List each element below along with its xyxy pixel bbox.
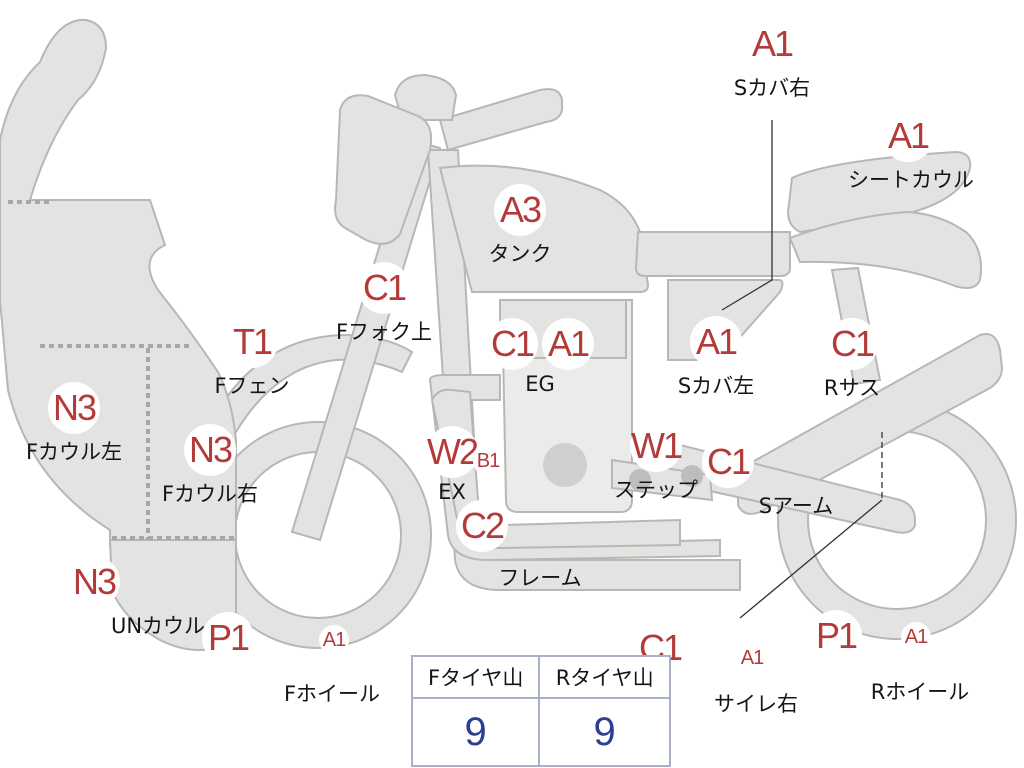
part-label: EG xyxy=(525,372,555,396)
f-wheel-extra-badge: A1 xyxy=(319,625,349,655)
part-label: Fカウル左 xyxy=(25,440,123,464)
part-exhaust: W2 EX xyxy=(392,426,512,504)
s-cover-right-leader xyxy=(721,120,773,311)
tread-value-row: 9 9 xyxy=(410,697,671,767)
rear-tire-tread-header: Rタイヤ山 xyxy=(538,655,671,699)
part-label: Sアーム xyxy=(758,494,834,518)
part-f-cowl-left: N3 Fカウル左 xyxy=(14,382,134,466)
part-label: Fカウル右 xyxy=(161,482,259,506)
part-label: Fホイール xyxy=(283,682,381,706)
mirror-shape xyxy=(393,73,458,121)
grade-badge: A3 xyxy=(494,184,546,236)
part-label: Sカバ左 xyxy=(677,374,755,398)
grade-badge: A1 xyxy=(882,110,934,162)
part-label: Fフォク上 xyxy=(335,320,433,344)
seat-cowl-shape xyxy=(786,150,972,234)
grade-badge: N3 xyxy=(184,424,236,476)
part-seat-cowl: A1 シートカウル xyxy=(848,110,974,194)
part-frame: C2 フレーム xyxy=(456,500,600,592)
grade-badge: P1 xyxy=(202,612,254,664)
swing-arm-shape xyxy=(737,333,1004,515)
part-step: W1 ステップ xyxy=(596,420,716,504)
step-peg-left xyxy=(629,469,651,491)
part-s-cover-left: A1 Sカバ左 xyxy=(656,316,776,400)
part-label: EX xyxy=(438,480,466,504)
grade-badge: C1 xyxy=(358,262,410,314)
part-label: フレーム xyxy=(498,566,582,590)
silencer-extra-badge: A1 xyxy=(737,643,767,673)
silencer-leader xyxy=(739,499,883,619)
part-s-cover-right: A1 Sカバ右 xyxy=(712,18,832,102)
part-label: Rサス xyxy=(823,376,881,400)
part-label: タンク xyxy=(488,242,552,266)
part-tank: A3 タンク xyxy=(460,184,580,268)
part-f-cowl-right: N3 Fカウル右 xyxy=(150,424,270,508)
r-wheel-extra-badge: A1 xyxy=(901,622,931,652)
exhaust-extra-badge: B1 xyxy=(473,446,503,476)
part-under-cowl: N3 UNカウル xyxy=(68,556,218,640)
tread-header-row: Fタイヤ山 Rタイヤ山 xyxy=(410,655,671,699)
grade-badge: P1 xyxy=(810,610,862,662)
part-label: Sカバ右 xyxy=(733,76,811,100)
grade-badge: A1 xyxy=(746,18,798,70)
part-label: Fフェン xyxy=(214,374,290,398)
grade-badge: C1 xyxy=(702,436,754,488)
part-swing-arm: C1 Sアーム xyxy=(702,436,856,520)
grade-badge-extra: A1 xyxy=(542,318,594,370)
part-label: シートカウル xyxy=(848,168,974,192)
seat-shape xyxy=(634,231,791,277)
part-label: ステップ xyxy=(614,478,698,502)
grade-badge: C2 xyxy=(456,500,508,552)
tank-shape xyxy=(438,164,650,293)
step-peg-right xyxy=(681,465,703,487)
front-tire-tread-value: 9 xyxy=(410,697,541,767)
part-r-suspension: C1 Rサス xyxy=(792,318,912,402)
grade-badge: N3 xyxy=(68,556,120,608)
grade-badge: N3 xyxy=(48,382,100,434)
grade-badge: T1 xyxy=(226,316,278,368)
part-label: サイレ右 xyxy=(714,692,798,716)
part-label: Rホイール xyxy=(870,680,970,704)
handlebar-shape xyxy=(438,88,563,152)
rear-tire-tread-value: 9 xyxy=(538,697,671,767)
part-r-wheel: P1 Rホイール xyxy=(810,610,980,706)
part-label: UNカウル xyxy=(110,614,206,638)
grade-badge: C1 xyxy=(826,318,878,370)
grade-badge: A1 xyxy=(690,316,742,368)
grade-badge: W1 xyxy=(630,420,683,472)
part-f-fender: T1 Fフェン xyxy=(192,316,312,400)
grade-badge: C1 xyxy=(486,318,538,370)
seat-cowl-tail-shape xyxy=(788,210,982,289)
headlight-shape xyxy=(334,94,433,245)
front-tire-tread-header: Fタイヤ山 xyxy=(410,655,541,699)
engine-cover-shape xyxy=(543,443,587,487)
grade-badge: W2 xyxy=(426,426,479,478)
tire-tread-table: Fタイヤ山 Rタイヤ山 9 9 xyxy=(410,655,671,767)
part-f-fork-upper: C1 Fフォク上 xyxy=(324,262,444,346)
part-f-wheel: P1 Fホイール xyxy=(202,612,392,708)
